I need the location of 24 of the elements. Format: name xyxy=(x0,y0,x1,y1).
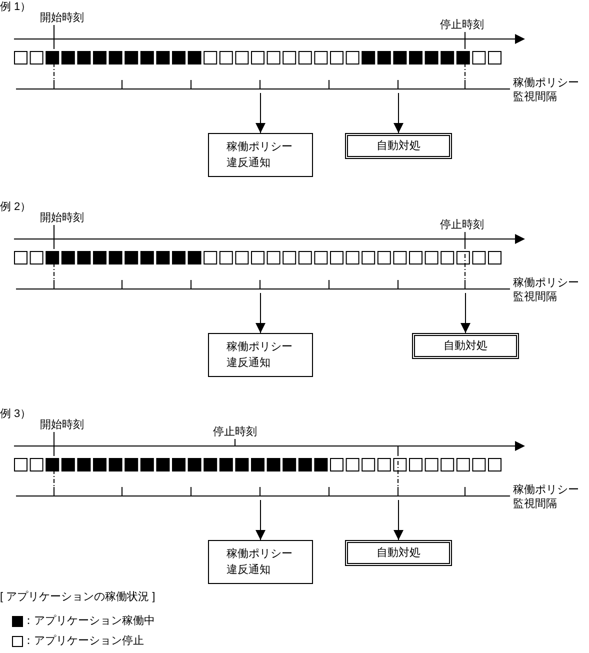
time-label: 開始時刻 xyxy=(40,211,84,226)
arrow xyxy=(394,500,404,540)
notification-box: 稼働ポリシー違反通知 xyxy=(208,133,313,177)
legend-text: ：アプリケーション稼働中 xyxy=(23,614,155,628)
arrow xyxy=(394,92,404,134)
time-label: 開始時刻 xyxy=(40,11,84,26)
interval-label: 稼働ポリシー監視間隔 xyxy=(513,483,580,512)
time-label: 停止時刻 xyxy=(213,425,257,440)
notification-box: 稼働ポリシー違反通知 xyxy=(208,333,313,377)
arrow xyxy=(256,500,266,540)
legend-text: ：アプリケーション停止 xyxy=(23,634,144,648)
action-box: 自動対処 xyxy=(412,333,519,359)
action-box: 自動対処 xyxy=(345,133,452,159)
arrow xyxy=(256,292,266,334)
notification-box: 稼働ポリシー違反通知 xyxy=(208,540,313,584)
arrow xyxy=(256,92,266,134)
time-label: 停止時刻 xyxy=(440,18,484,32)
action-box: 自動対処 xyxy=(345,540,452,566)
interval-label: 稼働ポリシー監視間隔 xyxy=(513,276,580,305)
time-label: 開始時刻 xyxy=(40,418,84,432)
interval-label: 稼働ポリシー監視間隔 xyxy=(513,76,580,105)
arrow xyxy=(460,292,470,334)
time-label: 停止時刻 xyxy=(440,218,484,232)
legend-title: [ アプリケーションの稼働状況 ] xyxy=(0,590,156,604)
